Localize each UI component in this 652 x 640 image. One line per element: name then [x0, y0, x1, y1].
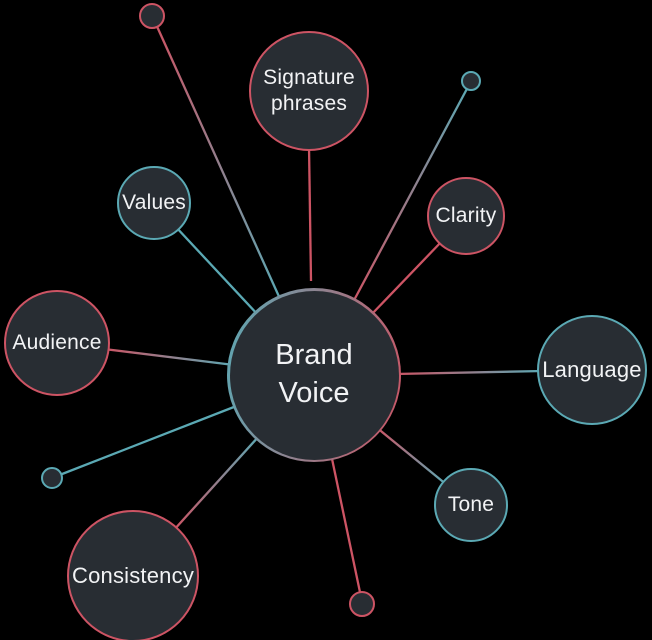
link-center-dot-top-right — [350, 84, 471, 305]
link-center-dot-bottom — [329, 453, 363, 598]
node-audience[interactable]: Audience — [4, 290, 110, 396]
node-label: Values — [122, 190, 186, 214]
link-center-dot-top-left — [153, 21, 283, 302]
node-brand-voice[interactable]: Brand Voice — [227, 288, 401, 462]
node-language[interactable]: Language — [537, 315, 647, 425]
brand-voice-line2: Voice — [278, 377, 350, 409]
node-dot-left[interactable] — [41, 467, 63, 489]
node-label: Signature — [263, 65, 355, 89]
node-label: Tone — [447, 492, 495, 516]
node-dot-top-right[interactable] — [461, 71, 481, 91]
node-clarity[interactable]: Clarity — [427, 177, 505, 255]
node-values[interactable]: Values — [117, 166, 191, 240]
node-label: Clarity — [435, 203, 497, 227]
link-center-language — [394, 369, 544, 376]
node-label: Consistency — [71, 563, 195, 589]
brand-voice-line1: Brand — [275, 339, 353, 372]
node-tone[interactable]: Tone — [434, 468, 508, 542]
node-brand-voice-label: Brand Voice — [229, 290, 399, 460]
link-center-audience — [103, 347, 235, 367]
node-label: Audience — [12, 330, 102, 354]
link-center-values — [174, 225, 260, 317]
link-center-tone — [375, 426, 448, 486]
node-label: Language — [542, 357, 642, 383]
node-label: phrases — [270, 92, 348, 115]
node-dot-bottom[interactable] — [349, 591, 375, 617]
link-center-dot-left — [56, 403, 240, 478]
node-consistency[interactable]: Consistency — [67, 510, 199, 640]
link-center-clarity — [369, 239, 444, 317]
link-center-consistency — [172, 434, 261, 532]
node-signature-phrases[interactable]: Signature phrases — [249, 31, 369, 151]
node-dot-top-left[interactable] — [139, 3, 165, 29]
link-center-signature-phrases — [307, 145, 313, 282]
